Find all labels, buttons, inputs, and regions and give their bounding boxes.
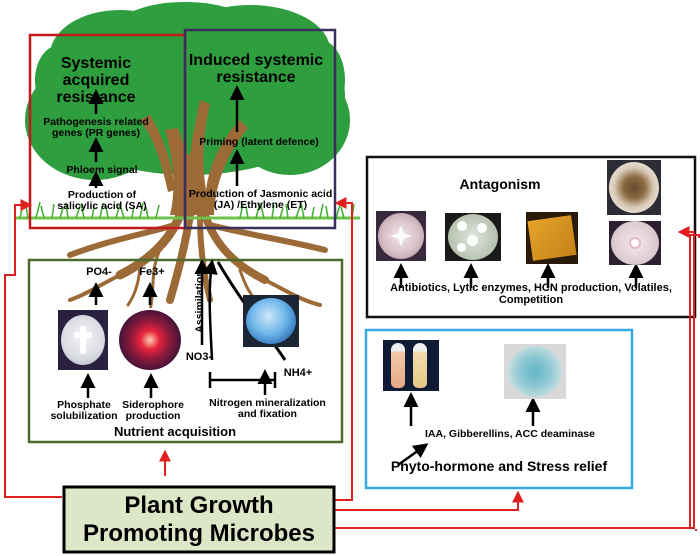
red-connectors — [4, 197, 700, 531]
pr-genes-label: Pathogenesis related genes (PR genes) — [43, 116, 149, 140]
phosphate-label: Phosphate solubilization — [50, 399, 118, 423]
antagonism-plate-1-photo — [376, 211, 426, 261]
antagonism-arrows — [393, 263, 644, 288]
antagonism-title: Antagonism — [459, 176, 541, 192]
pgpm-title: Plant Growth Promoting Microbes — [82, 492, 316, 547]
siderophore-label: Siderophore production — [122, 399, 184, 423]
pgpm-box — [62, 485, 336, 554]
phloem-signal-label: Phloem signal — [66, 164, 138, 176]
phyto-box — [364, 328, 634, 490]
jasmonic-acid-label: Production of Jasmonic acid (JA) /Ethyle… — [188, 188, 333, 212]
po4-label: PO4- — [86, 266, 112, 278]
sar-title: Systemic acquired resistance — [56, 55, 136, 106]
antagonism-plate-3-photo — [526, 212, 578, 264]
nitrogen-label: Nitrogen mineralization and fixation — [209, 397, 326, 421]
phosphate-plate-photo — [58, 310, 108, 370]
antagonism-caption: Antibiotics, Lytic enzymes, HCN producti… — [390, 282, 672, 306]
grass — [15, 201, 360, 220]
siderophore-plate-photo — [116, 308, 184, 372]
fe3-label: Fe3+ — [139, 266, 165, 278]
salicylic-acid-label: Production of salicylic acid (SA) — [57, 189, 147, 213]
antagonism-plate-2-photo — [445, 213, 501, 261]
assimilation-label: Assimilation — [193, 270, 206, 333]
nitrogen-plate-photo — [243, 295, 299, 347]
isr-title: Induced systemic resistance — [188, 52, 324, 86]
antagonism-plate-5-photo — [609, 221, 661, 265]
nh4-label: NH4+ — [283, 367, 313, 379]
no3-label: NO3- — [185, 351, 213, 363]
antagonism-plate-4-photo — [607, 160, 661, 215]
phyto-hormones-label: IAA, Gibberellins, ACC deaminase — [425, 428, 595, 440]
isr-box — [183, 28, 337, 230]
priming-label: Priming (latent defence) — [199, 136, 319, 148]
phyto-arrows — [397, 392, 541, 467]
iaa-tubes-photo — [383, 340, 439, 391]
nutrient-box — [27, 258, 344, 444]
nutrient-title: Nutrient acquisition — [113, 424, 237, 439]
nutrient-arrows — [80, 259, 273, 398]
acc-plate-photo — [504, 344, 566, 399]
tree-foliage — [25, 2, 350, 180]
phyto-title: Phyto-hormone and Stress relief — [390, 458, 608, 474]
